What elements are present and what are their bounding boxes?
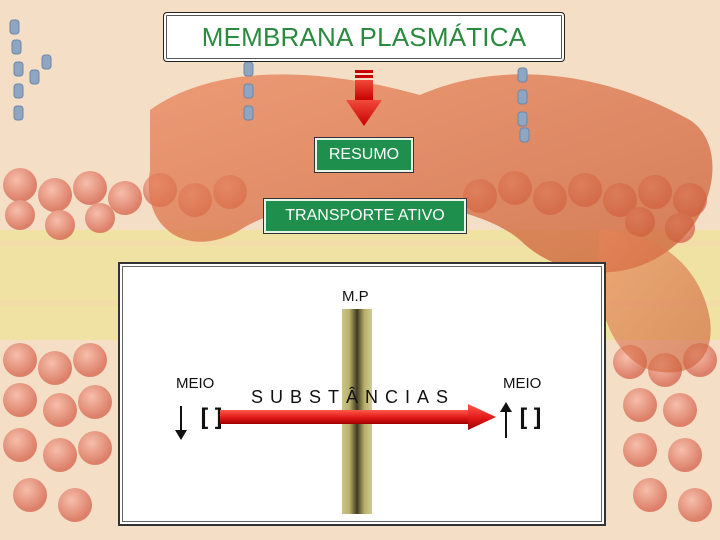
transporte-ativo-box[interactable]: TRANSPORTE ATIVO — [264, 199, 466, 233]
resumo-label: RESUMO — [328, 146, 400, 163]
right-medium-label: MEIO — [503, 375, 542, 392]
page-title: MEMBRANA PLASMÁTICA — [201, 21, 527, 52]
right-concentration-bracket: [] — [516, 404, 545, 432]
title-box: MEMBRANA PLASMÁTICA — [163, 12, 565, 62]
concentration-high-arrow-icon — [500, 402, 512, 438]
transport-diagram-panel: M.P MEIO MEIO SUBSTÂNCIAS [] [] — [118, 262, 606, 526]
transport-arrow-icon — [220, 404, 496, 430]
transport-arrows — [175, 402, 512, 440]
left-medium-label: MEIO — [176, 375, 215, 392]
arrow-down-icon — [346, 70, 382, 126]
membrane-label: M.P — [342, 288, 369, 305]
resumo-box[interactable]: RESUMO — [315, 138, 413, 172]
concentration-low-arrow-icon — [175, 406, 187, 440]
transporte-ativo-label: TRANSPORTE ATIVO — [285, 207, 445, 224]
substance-label: SUBSTÂNCIAS — [251, 387, 456, 407]
